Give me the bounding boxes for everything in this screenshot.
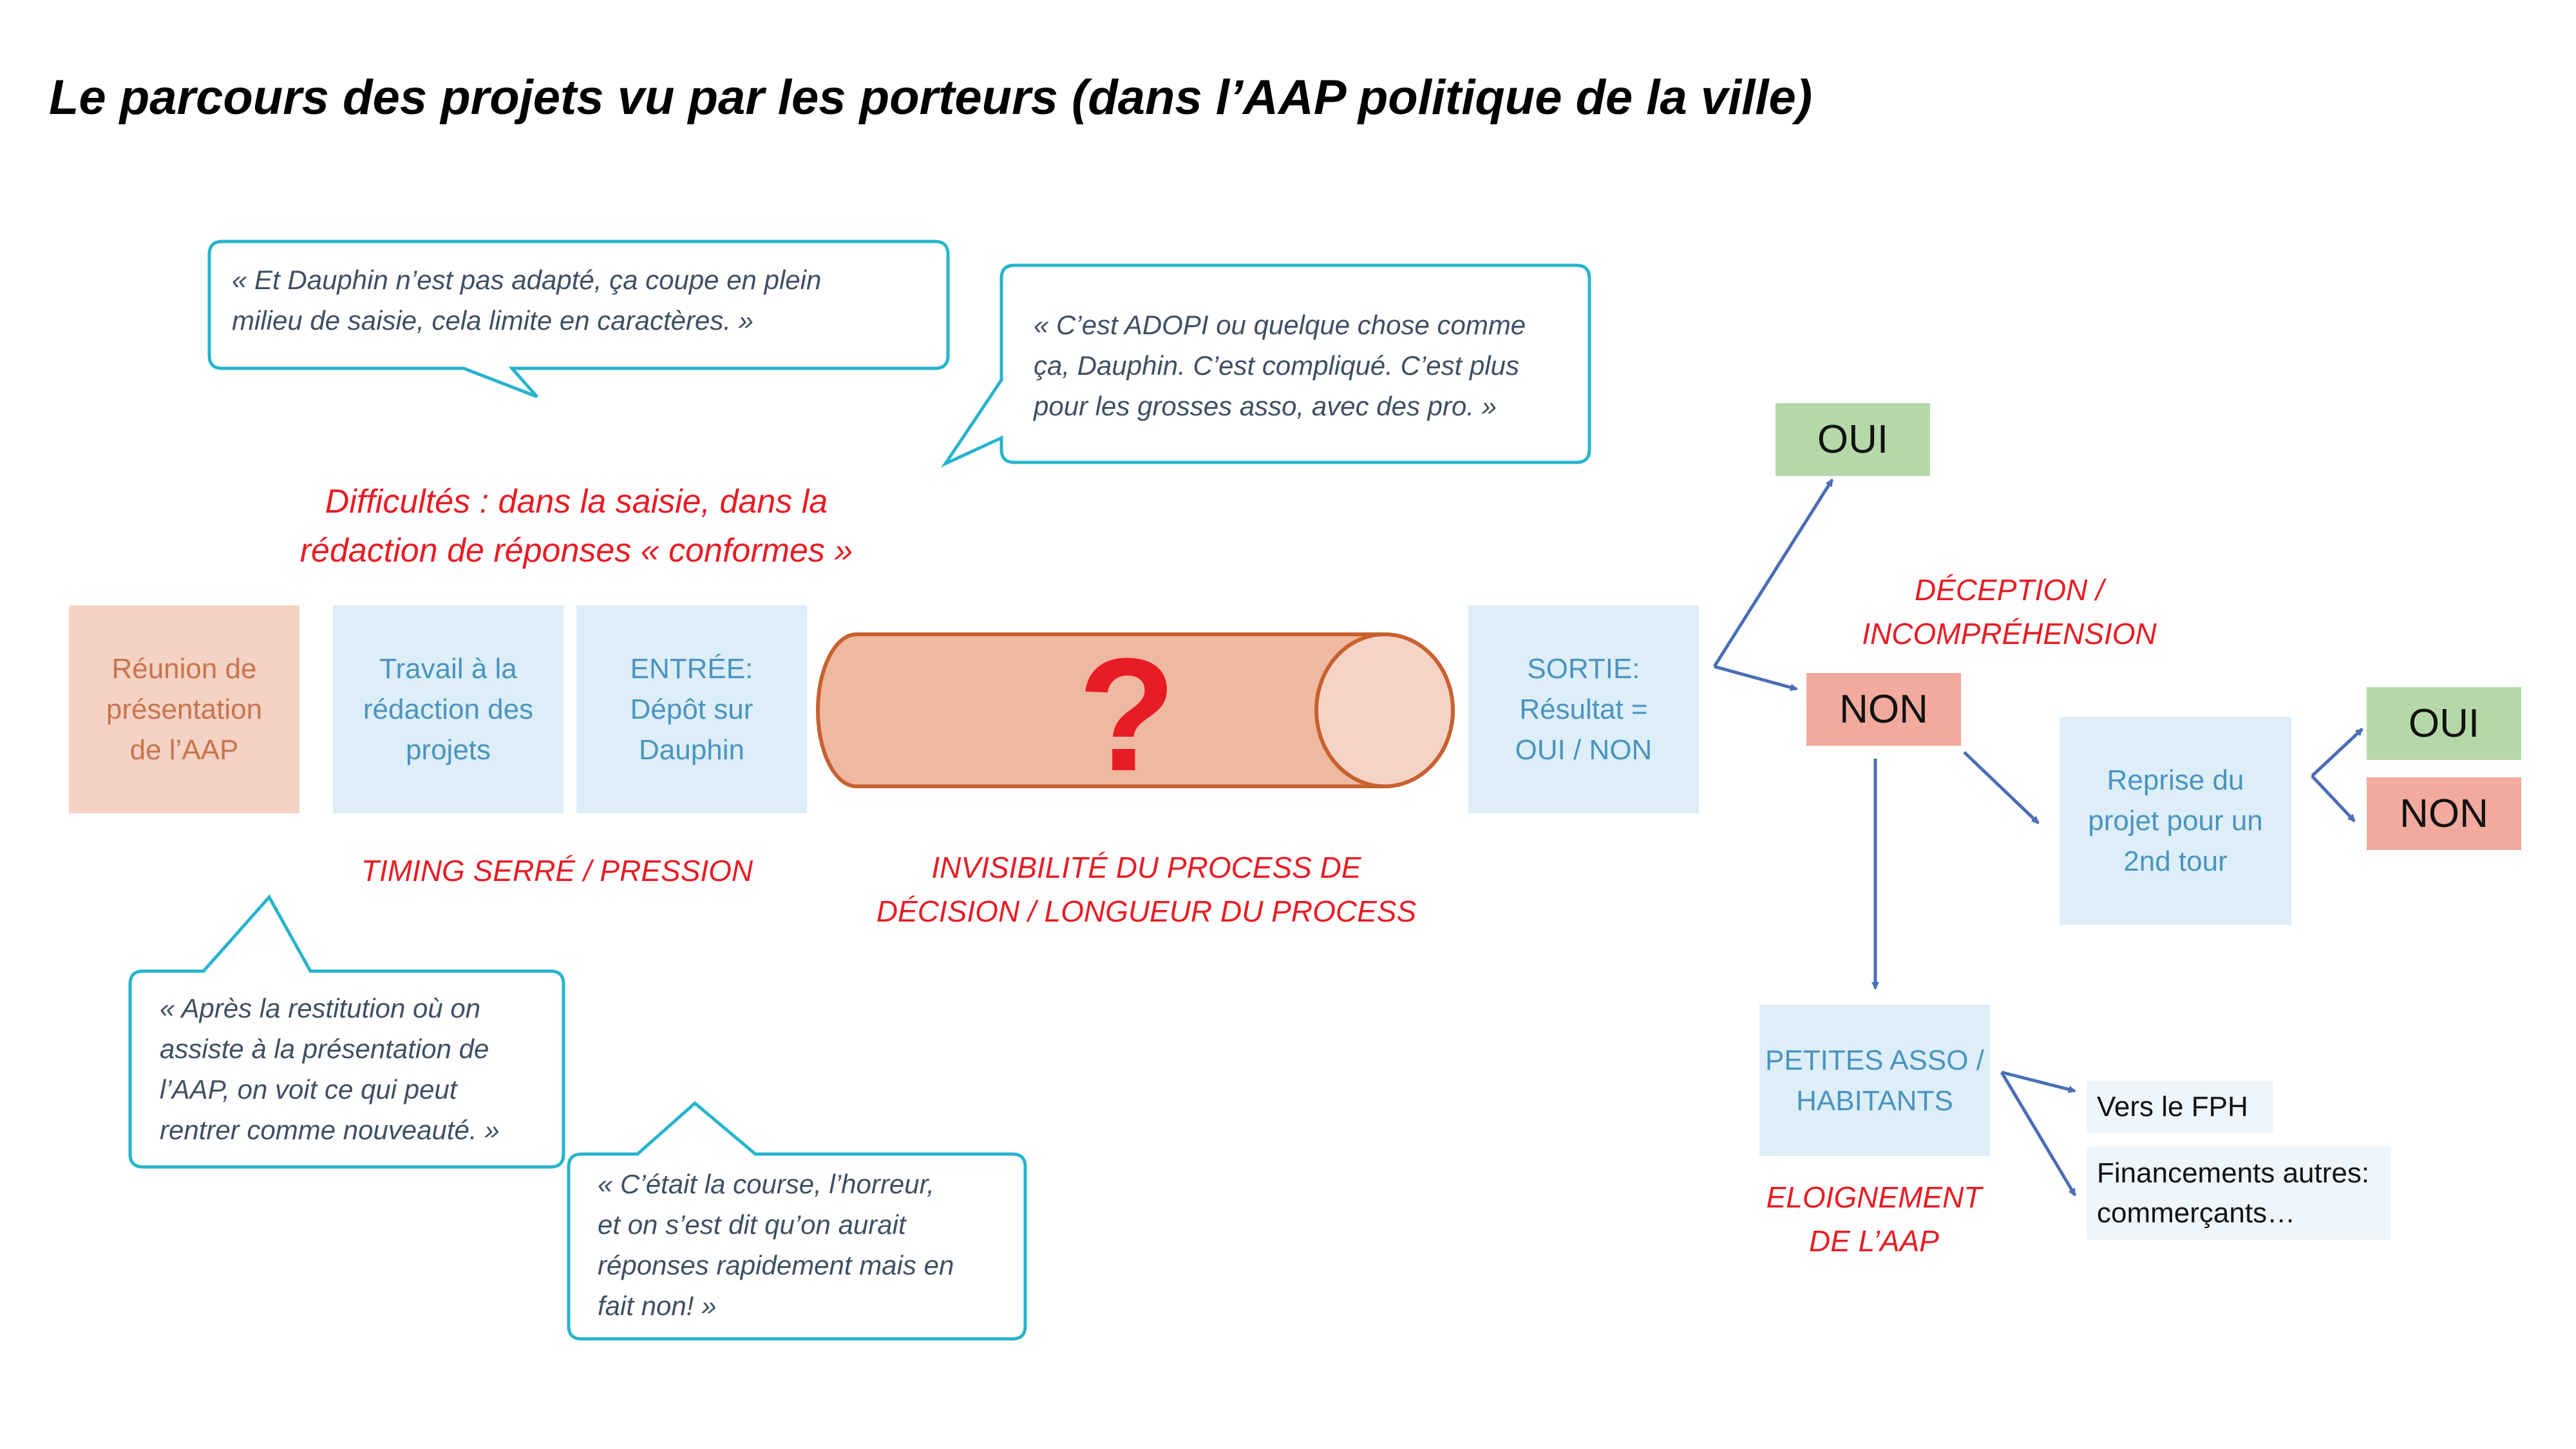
process-cylinder xyxy=(816,632,1455,788)
box-reprise-projet: Reprise du projet pour un 2nd tour xyxy=(2060,717,2291,925)
quote-course: « C’était la course, l’horreur, et on s’… xyxy=(598,1169,954,1321)
box-sortie-resultat: SORTIE: Résultat = OUI / NON xyxy=(1468,605,1699,813)
box-reunion-presentation: Réunion de présentation de l’AAP xyxy=(69,605,299,813)
label-difficultes: Difficultés : dans la saisie, dans la ré… xyxy=(299,483,853,569)
speech-bubble-restitution xyxy=(128,894,565,1169)
label-timing: TIMING SERRÉ / PRESSION xyxy=(361,854,753,887)
question-mark: ? xyxy=(1077,625,1177,804)
box-non-right: NON xyxy=(2367,777,2521,850)
box-travail-redaction: Travail à la rédaction des projets xyxy=(333,605,564,813)
box-petites-asso: PETITES ASSO / HABITANTS xyxy=(1759,1005,1990,1156)
quote-dauphin-adapte: « Et Dauphin n’est pas adapté, ça coupe … xyxy=(232,265,822,336)
box-financements-autres: Financements autres: commerçants… xyxy=(2087,1146,2391,1240)
arrow-sortie-to-oui xyxy=(1712,478,1834,668)
page-title: Le parcours des projets vu par les porte… xyxy=(49,70,1813,125)
arrow-petites-asso-to-fph xyxy=(2001,1070,2076,1094)
box-oui-right: OUI xyxy=(2367,687,2521,760)
speech-bubble-dauphin-adapte xyxy=(207,240,950,399)
speech-bubble-adopi xyxy=(940,263,1591,468)
arrow-petites-asso-to-financements xyxy=(2000,1071,2077,1197)
arrow-reprise-to-non xyxy=(2311,775,2356,822)
box-oui-top: OUI xyxy=(1776,403,1930,476)
box-vers-fph: Vers le FPH xyxy=(2087,1081,2273,1133)
arrow-reprise-to-oui xyxy=(2311,728,2363,777)
speech-bubble-course xyxy=(567,1101,1027,1341)
label-deception: DÉCEPTION / INCOMPRÉHENSION xyxy=(1862,573,2157,650)
box-non-mid: NON xyxy=(1806,673,1961,746)
box-entree-depot: ENTRÉE: Dépôt sur Dauphin xyxy=(576,605,807,813)
label-eloignement: ELOIGNEMENT DE L’AAP xyxy=(1766,1180,1982,1258)
arrow-sortie-to-non xyxy=(1714,665,1798,692)
quote-restitution: « Après la restitution où on assiste à l… xyxy=(160,993,500,1145)
label-invisibilite: INVISIBILITÉ DU PROCESS DE DÉCISION / LO… xyxy=(876,851,1417,928)
arrow-non-to-reprise xyxy=(1963,751,2040,824)
quote-adopi: « C’est ADOPI ou quelque chose comme ça,… xyxy=(1034,310,1526,421)
